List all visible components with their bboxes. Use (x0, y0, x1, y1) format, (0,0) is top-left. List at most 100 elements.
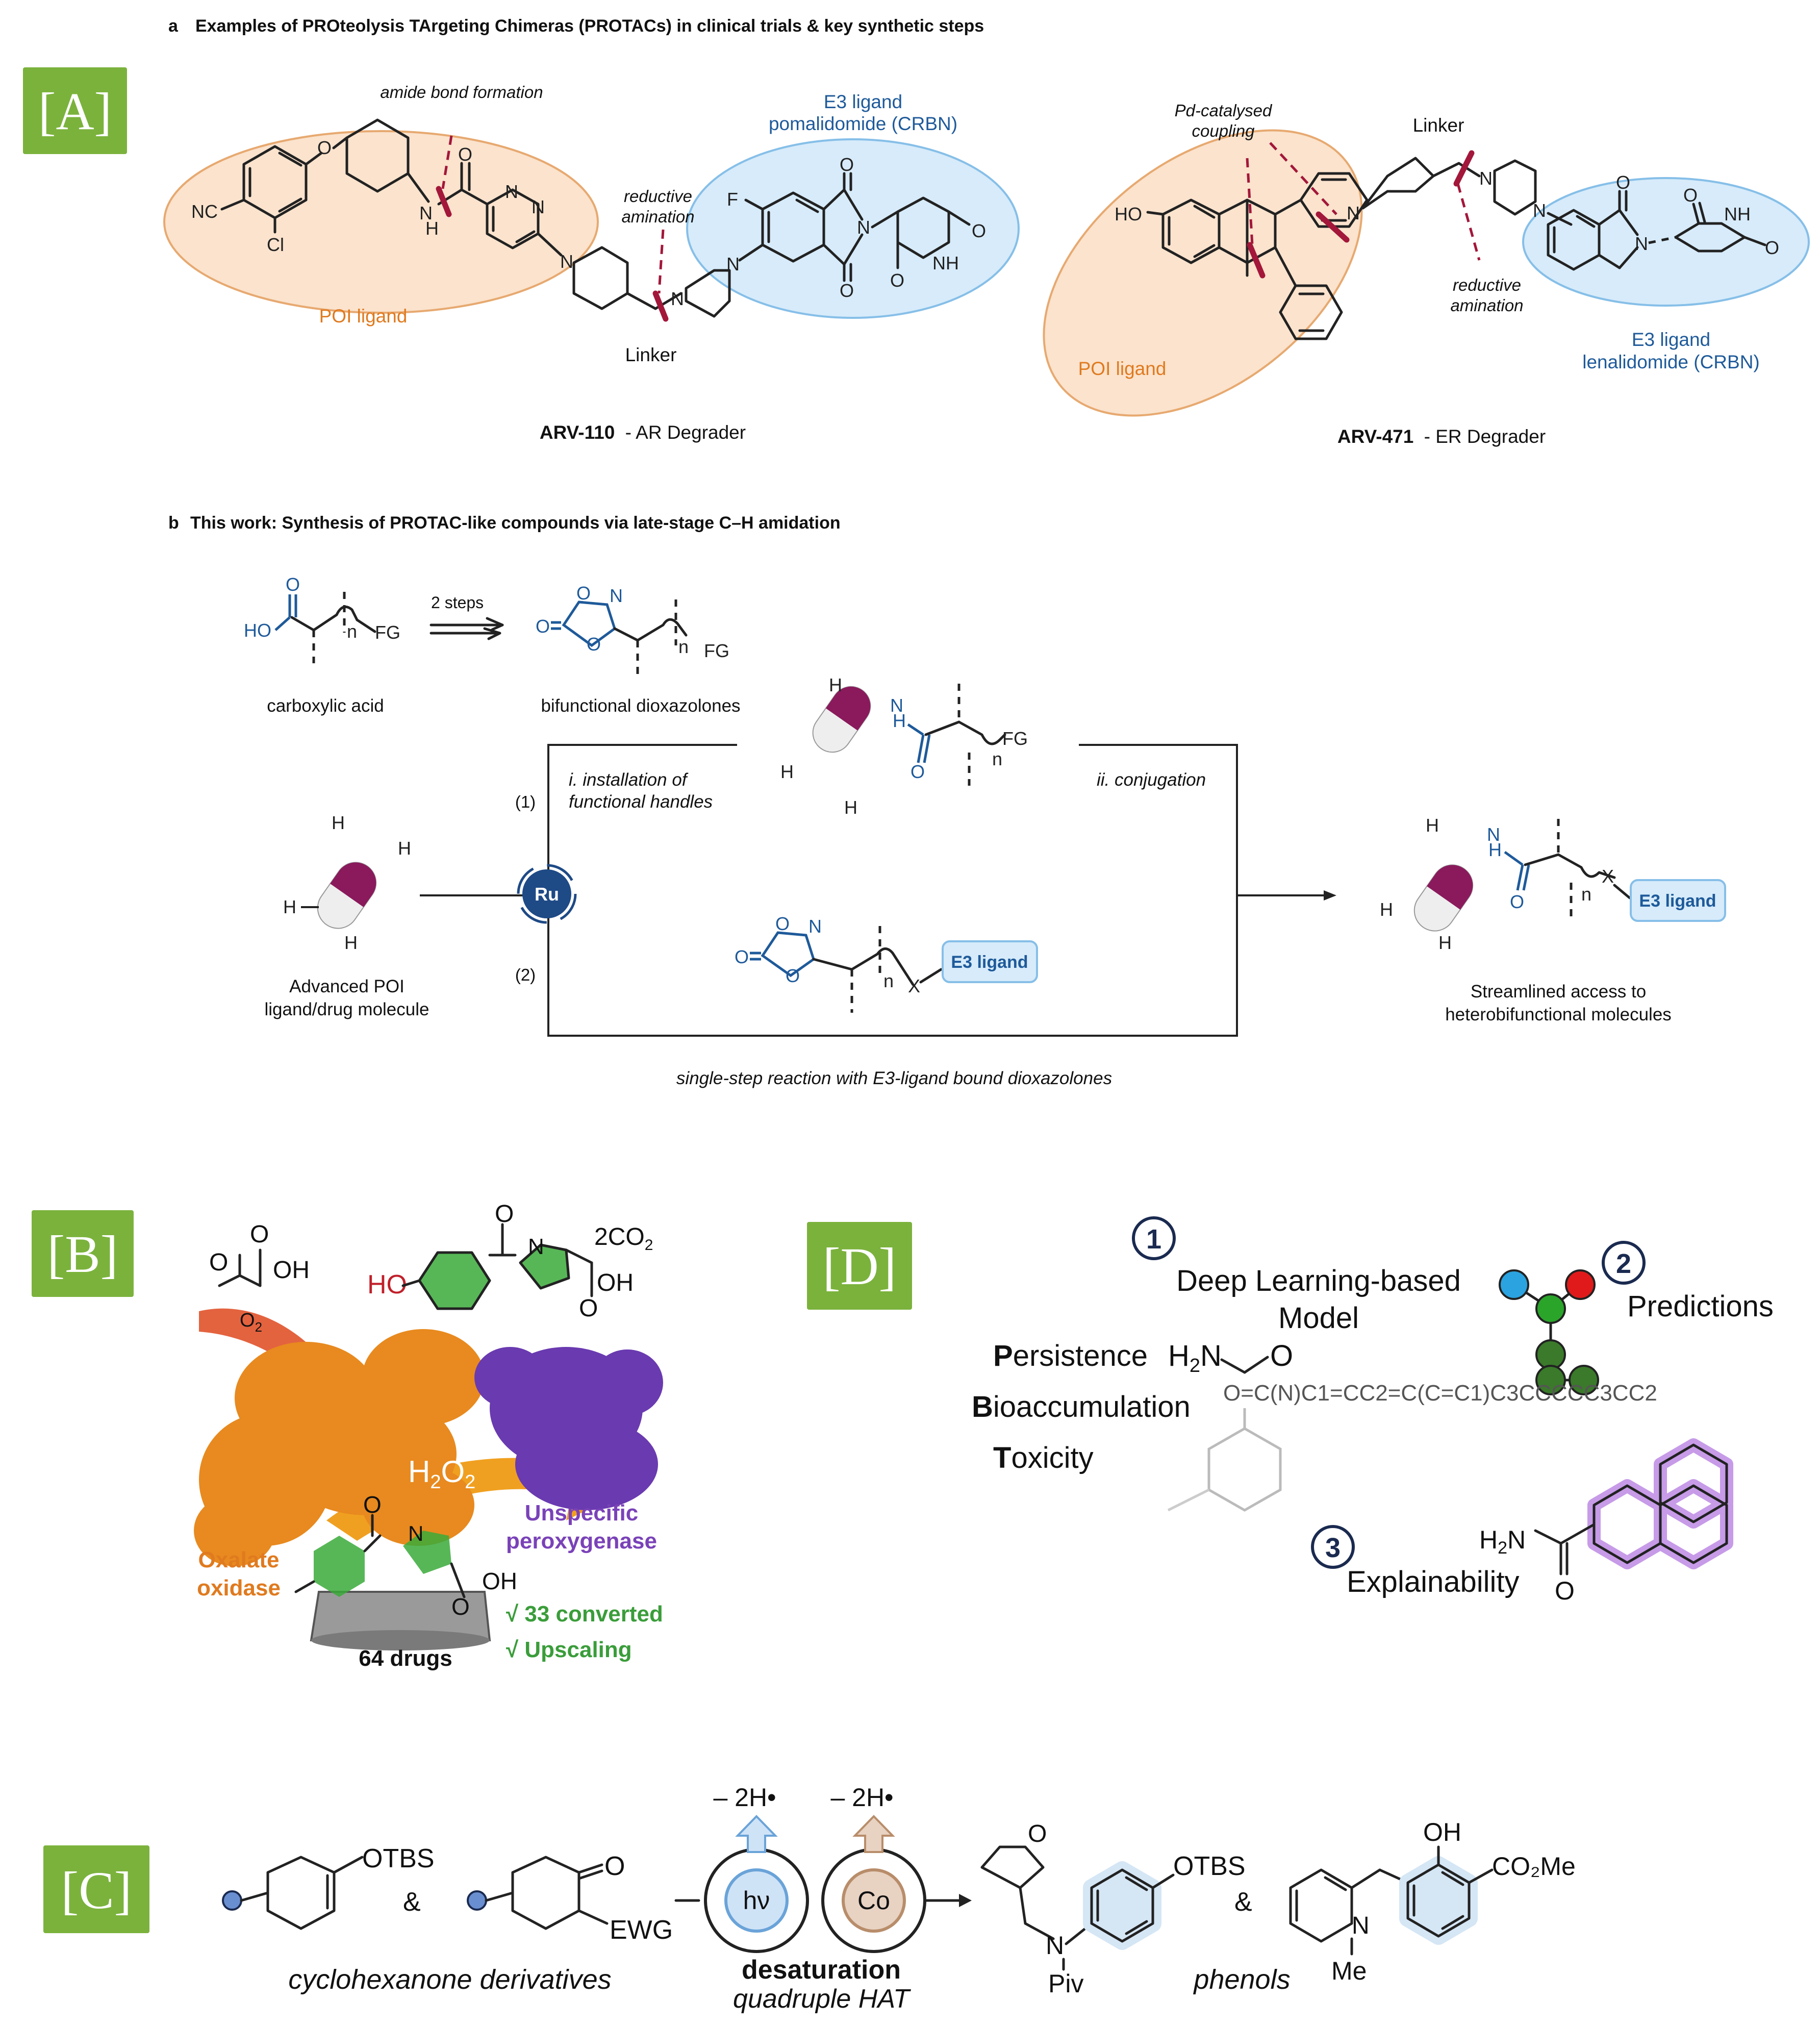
arv110-glut-o2: O (890, 270, 904, 291)
acid-n-sub: n (347, 621, 357, 642)
quadruple-label: quadruple HAT (733, 1984, 911, 2014)
drug-o-acid: O (579, 1295, 598, 1322)
prod-e3-label: E3 ligand (1639, 891, 1716, 911)
arv471-e3-title: E3 ligand (1632, 329, 1710, 350)
arv110-poi-label: POI ligand (319, 306, 408, 327)
installation-label-2: functional handles (569, 792, 713, 812)
arv471-pd-dash-2 (1269, 142, 1337, 215)
pyridine-ring (1289, 1868, 1353, 1943)
r1-o: O (911, 761, 925, 782)
expl-o: O (1555, 1577, 1575, 1605)
badge-b: [B] (32, 1210, 134, 1297)
arv471-glut-nh: NH (1724, 204, 1751, 224)
poi-h3: H (283, 896, 296, 917)
pyridine-n: N (1352, 1912, 1370, 1939)
two-steps-arrow (429, 617, 504, 640)
r2-n: N (808, 916, 822, 937)
arv110-e3-title: E3 ligand (824, 91, 902, 112)
r2-e3-badge (942, 940, 1038, 983)
oxalate-oxidase-protein (194, 1329, 485, 1566)
arv471-glut-o2: O (1765, 237, 1779, 258)
badge-c: [C] (43, 1845, 149, 1933)
h2o2-label: H2O2 (408, 1455, 475, 1493)
drug2-pyrrole (403, 1531, 451, 1574)
arv110-poi-ellipse (163, 130, 599, 314)
arv471-pz-n1: N (1479, 168, 1493, 189)
arv471-piperidine (1361, 157, 1435, 210)
r1-n: N (890, 695, 903, 716)
prod-h2: H (1380, 899, 1393, 920)
arv110-linker-cut (652, 290, 669, 322)
cyclohexene-ring (266, 1856, 336, 1930)
r2-e3-label: E3 ligand (951, 953, 1028, 972)
conjugation-label: ii. conjugation (1097, 770, 1206, 790)
explainability-label: Explainability (1347, 1565, 1520, 1598)
panel-b-title: b This work: Synthesis of PROTAC-like co… (168, 513, 841, 533)
node-green-4 (1535, 1365, 1566, 1395)
r2-ring (761, 931, 815, 978)
arv110-f: F (727, 189, 738, 210)
arv110-pyr-n2: N (532, 196, 545, 217)
dx-n: N (610, 585, 623, 606)
arv110-phthal-n: N (857, 217, 870, 238)
arv471-pz-n2: N (1533, 200, 1546, 221)
dx-fg: FG (704, 640, 729, 661)
product-structure: H H H N H O n X E3 ligand (1380, 815, 1726, 953)
panel-a-title: a Examples of PROteolysis TArgeting Chim… (168, 16, 984, 36)
bifunctional-dioxazolone-structure: O O N O n FG (536, 583, 729, 679)
r1-h2: H (780, 761, 794, 782)
capsule-poi-purple (330, 862, 376, 907)
ru-cycle-arrow (517, 864, 577, 924)
prod-nh: H (1488, 839, 1502, 860)
arv110-nc-label: NC (191, 201, 218, 222)
substituent-ball-2 (467, 1890, 487, 1911)
prod-e3-badge (1630, 879, 1726, 922)
co2-label: 2CO2 (594, 1223, 653, 1254)
arv471-e3-sub: lenalidomide (CRBN) (1582, 352, 1760, 372)
drug-benzene (419, 1253, 490, 1309)
phenol-highlight-2 (1399, 1856, 1478, 1945)
arv471-poi-ellipse (1043, 129, 1363, 417)
route-2-label: (2) (515, 965, 536, 984)
badge-c-bg (43, 1845, 149, 1933)
prod-o: O (1510, 891, 1524, 912)
arv110-amide-dash (441, 135, 453, 189)
thf-ring (980, 1845, 1045, 1889)
advanced-poi-label-2: ligand/drug molecule (265, 999, 429, 1019)
capsule-r1-purple (825, 686, 871, 731)
arv110-amide-o: O (458, 144, 472, 165)
unspecific-label-1: Unspecific (525, 1500, 639, 1525)
arv471-poi-label: POI ligand (1078, 358, 1167, 379)
r2-o1: O (775, 913, 790, 934)
oxalate-oh: OH (273, 1257, 310, 1284)
prod-h1: H (1426, 815, 1439, 836)
drug2-n: N (408, 1521, 423, 1545)
amine-n: N (1046, 1931, 1064, 1960)
bifunctional-dioxazolones-label: bifunctional dioxazolones (541, 696, 740, 716)
product-capsule-purple (1427, 865, 1473, 910)
well-plate-base (311, 1630, 490, 1650)
poi-h1: H (332, 812, 345, 833)
ru-catalyst[interactable]: Ru (517, 864, 577, 924)
dx-o-outer: O (536, 616, 550, 637)
panel-c-figure: OTBS & O EWG cyclohexanone derivatives h… (222, 1783, 1576, 2014)
minus-2h-2: – 2H• (830, 1783, 893, 1812)
co-up-arrow (852, 1815, 895, 1853)
arv110-pyr-n1: N (505, 181, 518, 202)
step3-circle (1311, 1525, 1355, 1569)
upscaling-label: √ Upscaling (506, 1637, 632, 1662)
badge-b-text: [B] (47, 1225, 118, 1284)
panel-b-title-text: This work: Synthesis of PROTAC-like comp… (190, 513, 841, 533)
node-red (1565, 1269, 1596, 1300)
panel-d-figure: 1 Deep Learning-based Model 2 Prediction… (972, 1216, 1774, 1605)
arv471-pd-2: coupling (1192, 121, 1255, 140)
peroxygenase-protein (474, 1347, 663, 1510)
arv110-pz-n1: N (671, 288, 684, 309)
phenanthrene-highlight (1587, 1438, 1733, 1569)
installation-label-1: i. installation of (569, 770, 689, 790)
oxalate-label-1: Oxalate (198, 1547, 280, 1572)
arv471-pip-n: N (1347, 203, 1360, 223)
badge-a-text: [A] (38, 82, 112, 141)
arv471-reductive-2: amination (1450, 296, 1523, 315)
co2me-label: CO₂Me (1492, 1852, 1576, 1881)
